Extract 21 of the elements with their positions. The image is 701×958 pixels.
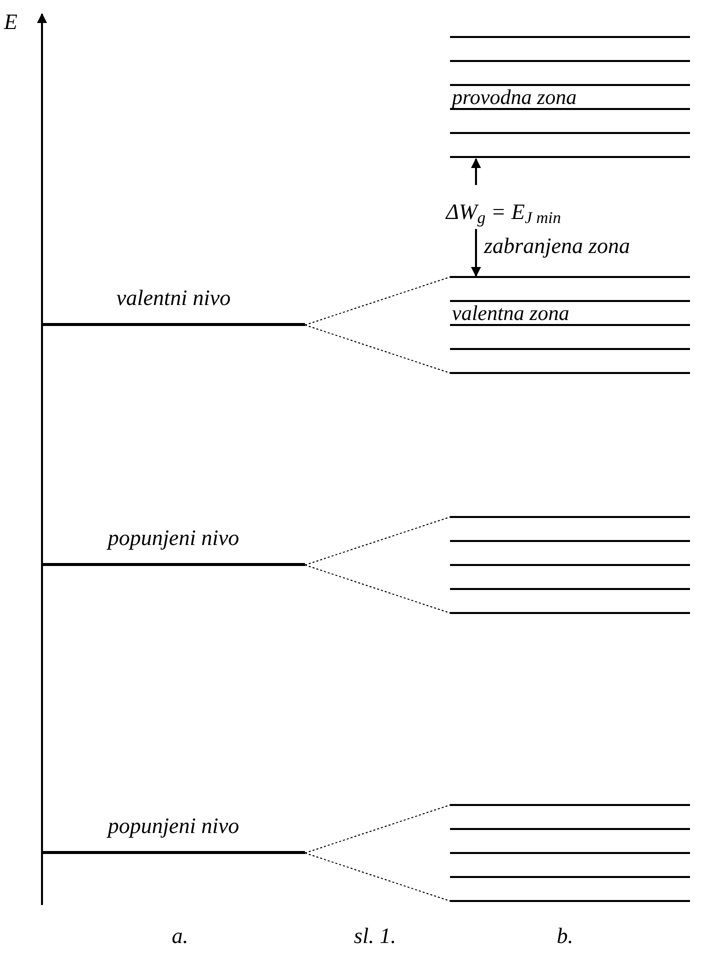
text-label: zabranjena zona <box>484 232 632 260</box>
energy-band <box>450 804 690 902</box>
dotted-line <box>304 276 450 326</box>
energy-band <box>450 516 690 614</box>
level-label: popunjeni nivo <box>108 815 240 837</box>
text-label: b. <box>556 922 574 950</box>
band-label: valentna zona <box>452 303 570 324</box>
dotted-line <box>304 804 450 854</box>
dotted-line <box>304 324 450 374</box>
formula-label: ΔW$_{g}$ = E$_{J min}$ <box>446 198 562 226</box>
level-label: popunjeni nivo <box>108 527 240 549</box>
figure-caption: sl. 1. <box>352 922 398 950</box>
energy-band <box>450 276 690 374</box>
axis-label: E <box>4 8 18 36</box>
band-label: provodna zona <box>452 87 577 108</box>
dotted-line <box>304 852 450 902</box>
text-label: a. <box>170 922 190 950</box>
energy-band <box>450 36 690 158</box>
dotted-line <box>304 564 450 614</box>
dotted-line <box>304 516 450 566</box>
level-label: valentni nivo <box>116 287 231 309</box>
